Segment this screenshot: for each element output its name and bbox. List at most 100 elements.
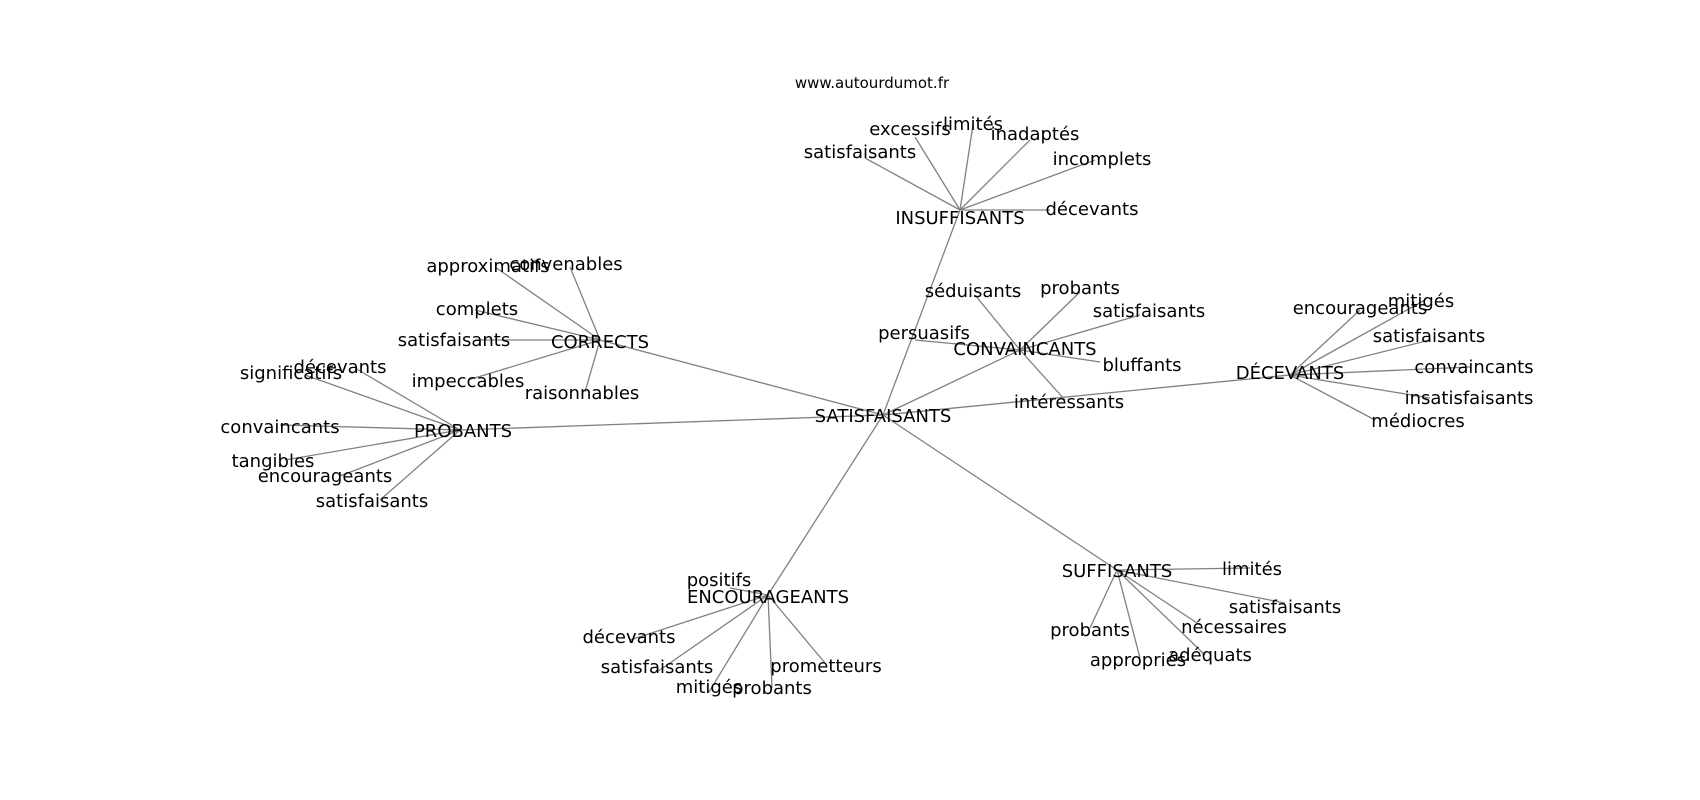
edge-encourageants-leaf-0 (729, 587, 769, 596)
leaf-node-label-decevants-5: médiocres (1371, 411, 1464, 432)
leaf-node-label-probants-2: convaincants (220, 417, 339, 438)
hub-node-label-suffisants: SUFFISANTS (1062, 561, 1173, 582)
edge-insuffisants-leaf-1 (914, 136, 961, 211)
leaf-node-label-encourageants-3: mitigés (676, 677, 742, 698)
leaf-node-label-insuffisants-3: inadaptés (991, 124, 1080, 145)
leaf-node-label-corrects-3: satisfaisants (398, 330, 510, 351)
edge-decevants-leaf-1 (1289, 299, 1426, 376)
edge-insuffisants-leaf-2 (959, 124, 974, 211)
edge-center-suffisants (882, 414, 1118, 571)
leaf-node-label-insuffisants-1: excessifs (869, 119, 951, 140)
leaf-node-label-convaincants-2: satisfaisants (1093, 301, 1205, 322)
leaf-node-label-probants-3: tangibles (232, 451, 315, 472)
edge-encourageants-leaf-3 (708, 594, 769, 693)
leaf-node-label-corrects-1: convenables (509, 254, 622, 275)
edge-probants-leaf-2 (279, 424, 461, 431)
leaf-node-label-insuffisants-5: décevants (1046, 199, 1139, 220)
leaf-node-label-encourageants-5: prometteurs (770, 656, 881, 677)
leaf-node-label-corrects-5: raisonnables (525, 383, 640, 404)
hub-node-label-encourageants: ENCOURAGEANTS (687, 587, 849, 608)
edge-center-probants (459, 414, 884, 431)
leaf-node-label-probants-5: satisfaisants (316, 491, 428, 512)
edge-encourageants-leaf-1 (629, 594, 769, 641)
edge-suffisants-leaf-0 (1116, 567, 1251, 571)
edge-decevants-leaf-4 (1289, 374, 1431, 399)
edge-corrects-leaf-0 (494, 266, 601, 341)
edge-center-corrects (599, 339, 884, 416)
leaf-node-label-suffisants-1: satisfaisants (1229, 597, 1341, 618)
edge-insuffisants-leaf-0 (864, 157, 961, 211)
leaf-node-label-corrects-0: approximatifs (426, 256, 549, 277)
hub-node-label-insuffisants: INSUFFISANTS (895, 208, 1024, 229)
leaf-node-label-convaincants-5: persuasifs (878, 323, 970, 344)
edge-center-insuffisants (882, 209, 961, 416)
leaf-node-label-convaincants-1: probants (1040, 278, 1120, 299)
edge-decevants-leaf-3 (1289, 366, 1471, 376)
edge-insuffisants-leaf-3 (959, 139, 1031, 211)
edge-decevants-leaf-5 (1289, 374, 1376, 421)
leaf-node-label-encourageants-1: décevants (583, 627, 676, 648)
leaf-node-label-decevants-3: convaincants (1414, 357, 1533, 378)
leaf-node-label-probants-1: décevants (294, 357, 387, 378)
edge-suffisants-leaf-5 (1089, 569, 1118, 629)
edge-suffisants-leaf-1 (1116, 569, 1286, 604)
edge-decevants-leaf-0 (1289, 309, 1361, 376)
graph-edges (279, 124, 1471, 693)
edge-center-encourageants (767, 414, 884, 596)
center-node-label: SATISFAISANTS (815, 406, 952, 427)
leaf-node-label-insuffisants-4: incomplets (1053, 149, 1152, 170)
leaf-node-label-encourageants-0: positifs (687, 570, 752, 591)
hub-node-label-probants: PROBANTS (414, 421, 512, 442)
hub-node-label-decevants: DÉCEVANTS (1236, 362, 1345, 384)
leaf-node-label-encourageants-2: satisfaisants (601, 657, 713, 678)
leaf-node-label-insuffisants-2: limités (943, 114, 1003, 135)
edge-encourageants-leaf-5 (767, 594, 826, 664)
hub-node-label-convaincants: CONVAINCANTS (953, 339, 1096, 360)
leaf-node-label-convaincants-4: intéressants (1014, 392, 1124, 413)
watermark-text: www.autourdumot.fr (795, 74, 950, 92)
edge-insuffisants-leaf-4 (959, 159, 1096, 211)
leaf-node-label-probants-4: encourageants (258, 466, 393, 487)
edge-probants-leaf-1 (354, 367, 461, 431)
edge-center-convaincants (882, 349, 1021, 416)
leaf-node-label-suffisants-0: limités (1222, 559, 1282, 580)
leaf-node-label-decevants-2: satisfaisants (1373, 326, 1485, 347)
edge-suffisants-leaf-3 (1116, 569, 1206, 656)
edge-center-decevants (882, 374, 1291, 416)
edge-convaincants-leaf-0 (974, 294, 1021, 351)
leaf-node-label-encourageants-4: probants (732, 678, 812, 699)
leaf-node-label-suffisants-2: nécessaires (1181, 617, 1287, 638)
leaf-node-label-convaincants-0: séduisants (925, 281, 1022, 302)
edge-convaincants-leaf-2 (1019, 314, 1141, 351)
leaf-node-label-corrects-4: impeccables (412, 371, 525, 392)
edge-corrects-leaf-1 (569, 266, 601, 341)
hub-node-label-corrects: CORRECTS (551, 332, 649, 353)
edge-encourageants-leaf-2 (656, 594, 769, 673)
leaf-node-label-decevants-4: insatisfaisants (1405, 388, 1534, 409)
leaf-node-label-insuffisants-0: satisfaisants (804, 142, 916, 163)
edge-convaincants-leaf-3 (1019, 349, 1101, 363)
edge-suffisants-leaf-2 (1116, 569, 1201, 626)
edge-convaincants-leaf-5 (914, 339, 1021, 351)
edge-probants-leaf-3 (284, 429, 461, 461)
edge-convaincants-leaf-1 (1019, 291, 1081, 351)
edge-corrects-leaf-5 (584, 339, 601, 393)
edge-decevants-leaf-2 (1289, 339, 1431, 376)
leaf-node-label-probants-0: significatifs (240, 363, 342, 384)
edge-probants-leaf-5 (379, 429, 461, 501)
leaf-node-label-suffisants-4: appropriés (1090, 650, 1186, 671)
graph-labels: www.autourdumot.fr SATISFAISANTS INSUFFIS… (220, 74, 1533, 699)
leaf-node-label-decevants-0: encourageants (1293, 298, 1428, 319)
edge-corrects-leaf-2 (474, 309, 601, 341)
leaf-node-label-decevants-1: mitigés (1388, 291, 1454, 312)
leaf-node-label-suffisants-3: adéquats (1168, 645, 1252, 666)
edge-convaincants-leaf-4 (1019, 349, 1066, 401)
edge-suffisants-leaf-4 (1116, 569, 1141, 659)
edge-encourageants-leaf-4 (767, 594, 773, 689)
edge-probants-leaf-0 (304, 374, 461, 431)
leaf-node-label-convaincants-3: bluffants (1102, 355, 1181, 376)
edge-probants-leaf-4 (339, 429, 461, 477)
edge-corrects-leaf-4 (467, 339, 601, 381)
leaf-node-label-suffisants-5: probants (1050, 620, 1130, 641)
